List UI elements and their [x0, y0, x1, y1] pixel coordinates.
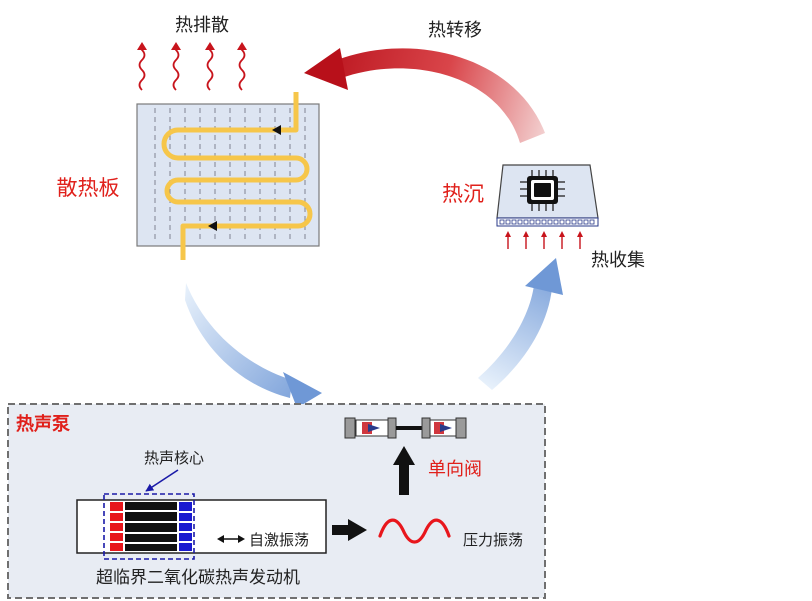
heat-transfer-label: 热转移	[428, 20, 482, 41]
heat-collection-arrows	[505, 231, 583, 249]
thermoacoustic-pump-label: 热声泵	[16, 413, 70, 435]
engine-output-arrow	[332, 519, 367, 541]
check-valve-label: 单向阀	[428, 459, 482, 480]
double-arrow-icon	[217, 535, 245, 543]
self-oscillation-label: 自激振荡	[249, 531, 309, 549]
engine-tube	[76, 493, 327, 560]
heat-transfer-arrow	[304, 48, 545, 143]
regenerator-stack	[125, 502, 177, 551]
valve-icon	[344, 417, 467, 439]
heat-exhaust-arrows	[137, 42, 247, 91]
radiator-label: 散热板	[57, 176, 120, 200]
blue-arrow-right	[478, 258, 563, 390]
radiator-panel	[136, 92, 320, 260]
engine-label: 超临界二氧化碳热声发动机	[96, 568, 300, 588]
wavy-arrow-up-icon	[205, 42, 215, 91]
pressure-oscillation-label: 压力振荡	[463, 531, 523, 549]
wavy-arrow-up-icon	[237, 42, 247, 91]
heat-exhaust-label: 热排散	[175, 15, 229, 36]
chip-icon	[520, 170, 565, 211]
pressure-wave-icon	[378, 518, 451, 544]
core-dashed-outline	[103, 493, 195, 560]
coolant-tube	[161, 92, 313, 260]
to-valve-arrow	[393, 446, 415, 495]
cold-heat-exchanger	[179, 502, 192, 551]
blue-arrow-left	[185, 283, 322, 408]
core-pointer-arrow	[145, 469, 179, 492]
heat-sink-label: 热沉	[442, 182, 484, 206]
wavy-arrow-up-icon	[137, 42, 147, 91]
thermoacoustic-core-label: 热声核心	[144, 449, 204, 467]
hot-heat-exchanger	[110, 502, 123, 551]
heat-collection-label: 热收集	[591, 250, 645, 271]
heat-sink	[496, 164, 599, 227]
wavy-arrow-up-icon	[171, 42, 181, 91]
